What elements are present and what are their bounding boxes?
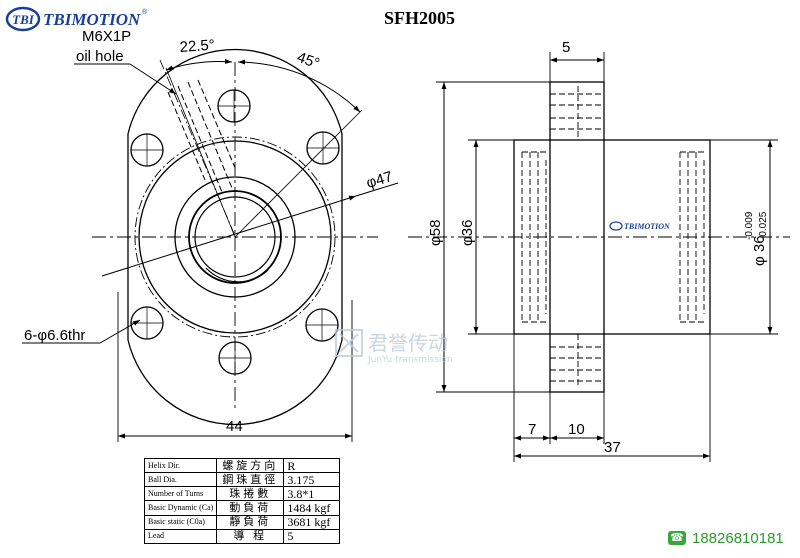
table-row: Lead 導 程 5	[143, 528, 340, 545]
spec-cn: 動負荷	[216, 500, 285, 516]
angle-arc-22-5	[165, 59, 233, 71]
side-view	[408, 52, 790, 462]
thread-arc	[205, 267, 269, 283]
tolerance-label: φ 36	[751, 235, 768, 266]
spec-cn: 珠捲數	[216, 486, 285, 502]
table-row: Number of Turns 珠捲數 3.8*1	[143, 486, 340, 502]
flange-thickness-label: 5	[562, 39, 570, 56]
spec-value: 3.175	[283, 472, 340, 488]
table-row: Helix Dir. 螺旋方向 R	[143, 457, 340, 474]
length-label: 37	[604, 439, 621, 456]
oil-hole-passage	[167, 79, 237, 193]
angle-22-5-label: 22.5°	[179, 37, 215, 56]
pcd-leader	[101, 195, 357, 277]
brand-badge: TBI	[12, 12, 35, 27]
width-label: 44	[226, 418, 243, 435]
spec-value: 1484 kgf	[283, 500, 340, 516]
spec-value: 3.8*1	[283, 486, 340, 502]
spec-en: Basic static (C0a)	[143, 514, 218, 530]
body-diameter-label: φ36	[459, 220, 476, 246]
tolerance-lower: -0.025	[758, 211, 769, 240]
tolerance-upper: -0.009	[744, 211, 755, 240]
spec-table: Helix Dir. 螺旋方向 R Ball Dia. 鋼珠直徑 3.175 N…	[143, 457, 340, 545]
table-row: Ball Dia. 鋼珠直徑 3.175	[143, 472, 340, 488]
body-brand-mark: TBIMOTION	[609, 221, 671, 231]
spec-en: Basic Dynamic (Ca)	[143, 500, 218, 516]
oil-hole-label: oil hole	[76, 48, 124, 65]
spec-cn: 靜負荷	[216, 514, 285, 530]
spec-cn: 螺旋方向	[216, 457, 285, 474]
table-row: Basic static (C0a) 靜負荷 3681 kgf	[143, 514, 340, 530]
spec-cn: 導 程	[216, 528, 285, 545]
watermark-cn: 君誉传动	[368, 331, 448, 355]
angle-arc-45	[237, 59, 361, 113]
holes-label: 6-φ6.6thr	[24, 327, 85, 344]
phone-icon: ☎	[668, 531, 686, 545]
pcd-label: φ47	[364, 168, 394, 192]
contact-phone[interactable]: ☎ 18826810181	[668, 528, 784, 548]
spec-cn: 鋼珠直徑	[216, 472, 285, 488]
flange-diameter-label: φ58	[427, 220, 444, 246]
thread-label: M6X1P	[82, 28, 131, 45]
brand-registered-mark: ®	[142, 8, 148, 16]
drawing-title: SFH2005	[384, 8, 455, 28]
brand-name: TBIMOTION	[43, 10, 141, 29]
table-row: Basic Dynamic (Ca) 動負荷 1484 kgf	[143, 500, 340, 516]
spec-value: R	[283, 457, 340, 474]
phone-number: 18826810181	[692, 529, 784, 547]
dimension-10-label: 10	[568, 421, 585, 438]
front-view	[22, 48, 399, 442]
spec-en: Helix Dir.	[143, 457, 218, 474]
angle-45-label: 45°	[295, 49, 322, 73]
spec-en: Lead	[143, 528, 218, 545]
watermark: 君誉传动 JunYu transmission	[335, 329, 453, 365]
dimension-7-label: 7	[528, 421, 536, 438]
flange-hidden-lines	[550, 86, 604, 388]
spec-value: 3681 kgf	[283, 514, 340, 530]
body-brand-text: TBIMOTION	[624, 222, 671, 231]
brand-logo: TBI TBIMOTION ®	[5, 6, 148, 32]
spec-value: 5	[283, 528, 340, 545]
spec-en: Number of Turns	[143, 486, 218, 502]
spec-en: Ball Dia.	[143, 472, 218, 488]
watermark-en: JunYu transmission	[367, 355, 453, 365]
